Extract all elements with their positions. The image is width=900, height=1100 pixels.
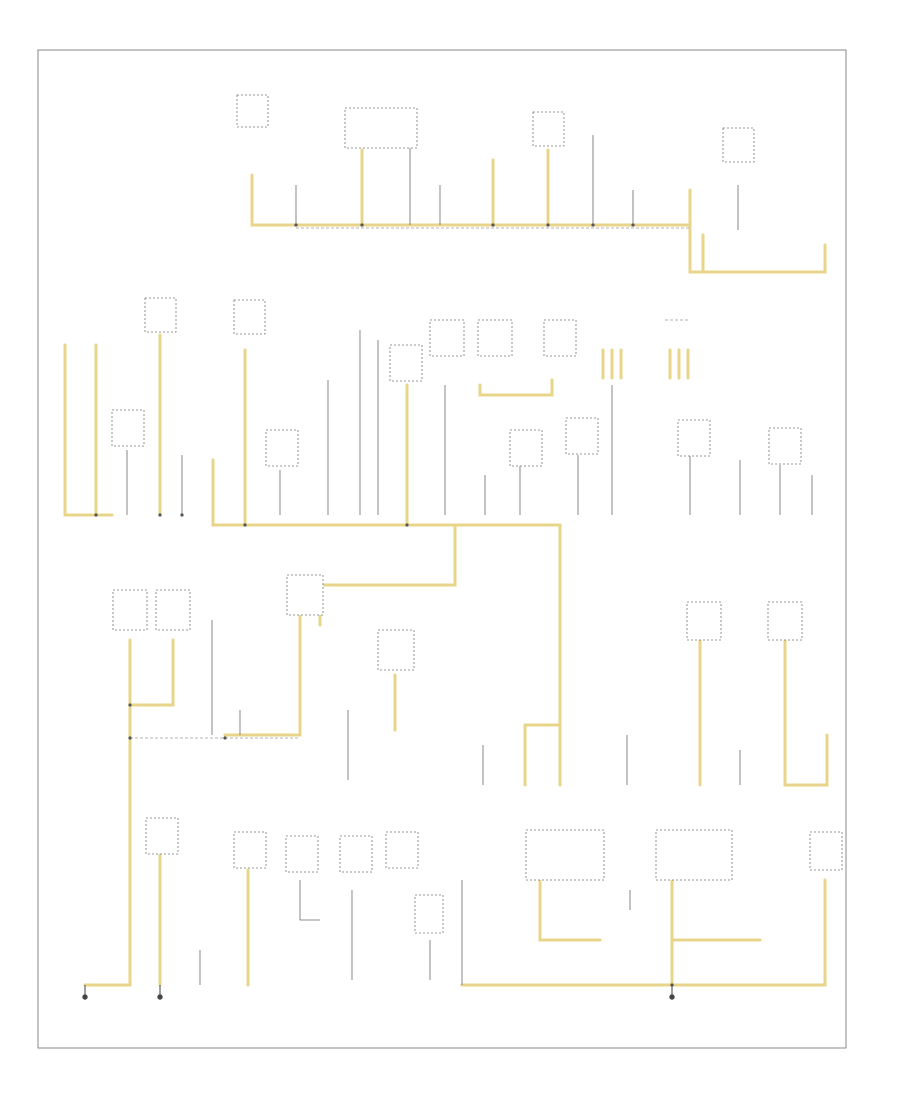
splice-dot	[546, 223, 550, 227]
splice-dot	[591, 223, 595, 227]
harness-wires	[63, 148, 829, 987]
splice-dot	[180, 513, 184, 517]
component-box	[145, 817, 179, 855]
component-box	[768, 427, 802, 465]
splice-dot	[360, 223, 364, 227]
component-box	[477, 319, 513, 357]
component-box	[385, 831, 419, 869]
component-box	[377, 629, 415, 671]
wire-mid-bus	[63, 343, 114, 517]
component-box	[233, 831, 267, 869]
component-box	[112, 589, 148, 631]
component-box	[286, 574, 324, 616]
thin-wires	[126, 135, 813, 985]
component-box	[111, 409, 145, 447]
component-box	[722, 127, 755, 163]
component-box	[767, 601, 803, 641]
component-box	[429, 319, 465, 357]
wire-top-bus	[250, 173, 692, 227]
module-box	[525, 829, 605, 881]
splice-dot	[491, 223, 495, 227]
component-box	[265, 429, 299, 467]
ground-point-right	[669, 985, 675, 1000]
component-box	[414, 894, 444, 934]
component-box	[236, 94, 269, 128]
component-box	[565, 417, 599, 455]
component-box	[285, 835, 319, 873]
connector-pins	[601, 348, 690, 380]
splice-dot	[631, 223, 635, 227]
splice-dot	[128, 736, 132, 740]
splice-dot	[405, 523, 409, 527]
splice-dot	[243, 523, 247, 527]
component-box	[389, 344, 423, 382]
ground-point-center-left	[157, 985, 163, 1000]
component-boxes	[111, 94, 843, 934]
component-box	[233, 299, 266, 335]
diagram-frame	[37, 49, 847, 1049]
dashed-runs	[130, 227, 690, 739]
splice-points	[94, 223, 674, 987]
component-box	[532, 111, 565, 147]
ground-point-left	[82, 985, 88, 1000]
splice-dot	[294, 223, 298, 227]
component-box	[509, 429, 543, 467]
splice-dot	[158, 513, 162, 517]
component-box	[155, 589, 191, 631]
splice-dot	[223, 736, 227, 740]
wire-left-vertical	[83, 638, 132, 987]
component-box	[677, 419, 711, 457]
ground-symbols	[82, 985, 675, 1000]
splice-dot	[94, 513, 98, 517]
component-box	[339, 835, 373, 873]
splice-dot	[128, 703, 132, 707]
module-box	[655, 829, 733, 881]
component-box	[144, 297, 177, 333]
component-box	[344, 107, 418, 149]
component-box	[686, 601, 722, 641]
component-box	[543, 319, 577, 357]
component-box	[809, 831, 843, 871]
